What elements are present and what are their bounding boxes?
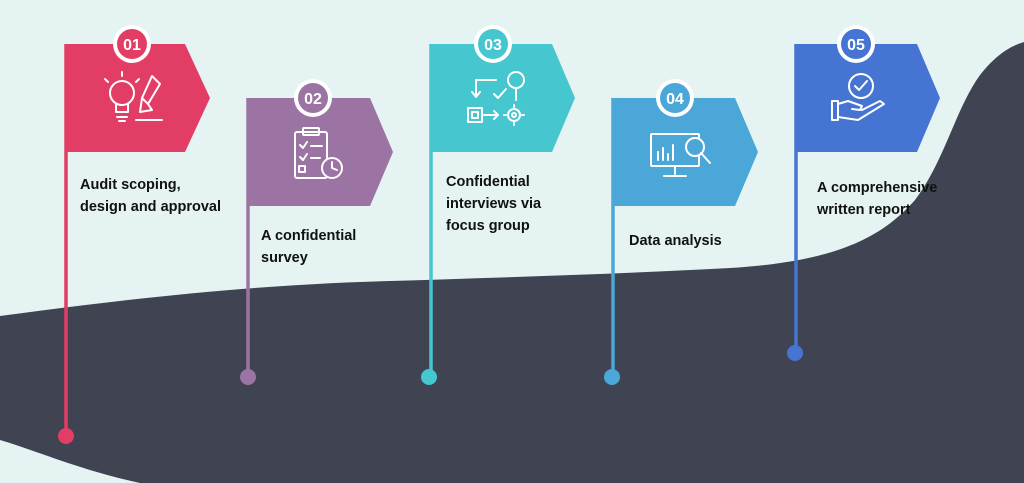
workflow-icon: [467, 71, 525, 126]
step-4-label: Data analysis: [629, 233, 722, 249]
road-shape: [0, 42, 1024, 483]
lightbulb-pen-icon: [104, 71, 163, 122]
step-4-pin: [604, 369, 620, 385]
step-5-label: A comprehensive written report: [817, 180, 938, 218]
step-3-number: 03: [484, 37, 502, 54]
step-3-flag: [431, 44, 575, 152]
step-3-label: Confidential interviews via focus group: [446, 174, 542, 234]
step-5-flag: [796, 44, 940, 152]
step-5-pin: [787, 345, 803, 361]
step-4-badge-inner: [660, 83, 690, 113]
step-1-badge-inner: [117, 29, 147, 59]
step-1-pin: [58, 428, 74, 444]
step-4-number: 04: [666, 91, 684, 108]
step-2-flag: [248, 98, 393, 206]
step-1-label: Audit scoping, design and approval: [80, 177, 221, 215]
step-5-badge-inner: [841, 29, 871, 59]
road-lower-edge: [0, 440, 140, 483]
monitor-magnifier-icon: [650, 133, 711, 177]
step-2-number: 02: [304, 91, 322, 108]
step-2-badge-inner: [298, 83, 328, 113]
step-2-label: A confidential survey: [261, 228, 357, 266]
step-1: 01: [58, 25, 210, 444]
step-2: 02: [240, 79, 393, 385]
step-2-pin: [240, 369, 256, 385]
step-4: 04: [604, 79, 758, 385]
step-1-flag: [66, 44, 210, 152]
hand-check-icon: [831, 73, 885, 121]
step-3-pin: [421, 369, 437, 385]
step-5: 05: [787, 25, 940, 361]
step-3: 03: [421, 25, 575, 385]
step-4-flag: [613, 98, 758, 206]
step-5-number: 05: [847, 37, 865, 54]
clipboard-clock-icon: [294, 127, 343, 179]
step-3-badge-inner: [478, 29, 508, 59]
step-1-number: 01: [123, 37, 141, 54]
